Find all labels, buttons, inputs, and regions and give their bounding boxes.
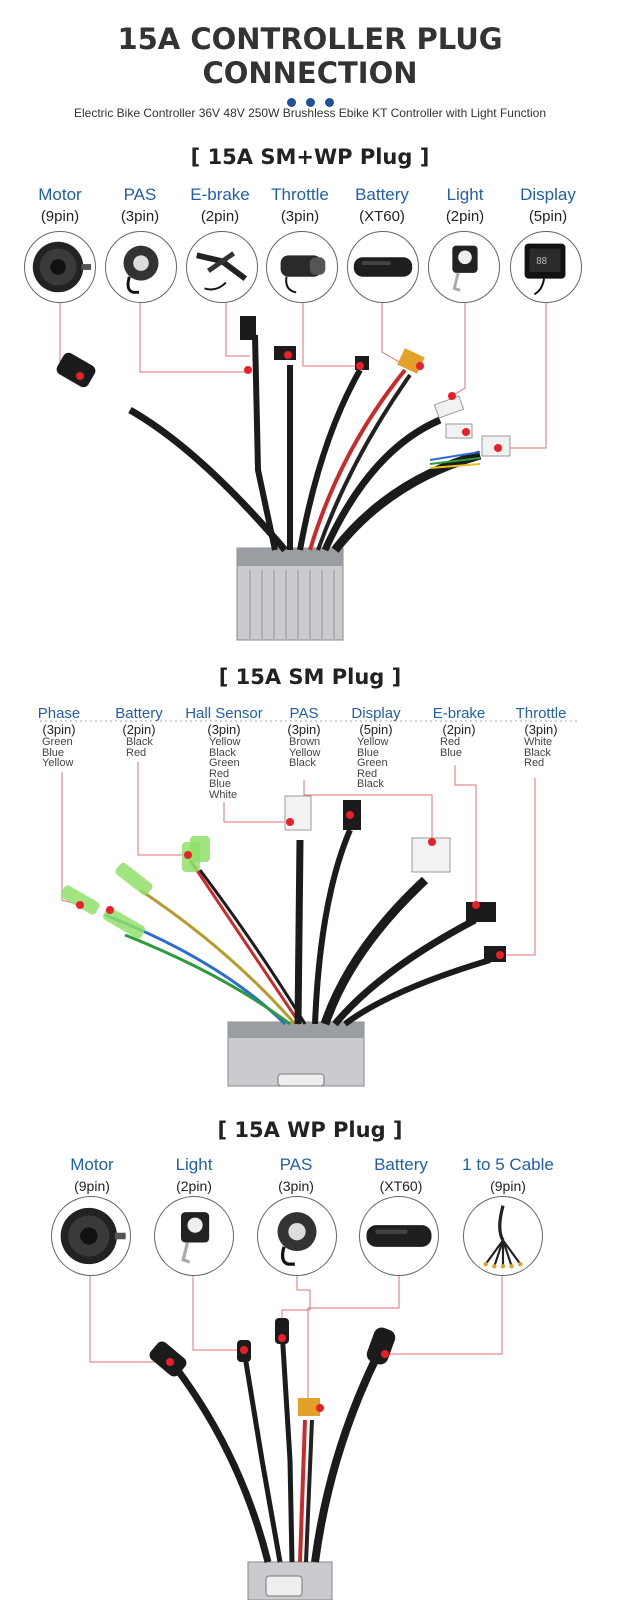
s1-label-motor: Motor(9pin) xyxy=(38,185,82,225)
battery-icon xyxy=(359,1196,439,1276)
s1-label-ebrake: E-brake(2pin) xyxy=(190,185,250,225)
title-line-2: CONNECTION xyxy=(202,56,418,90)
hub-motor-icon xyxy=(51,1196,131,1276)
section1-title: [ 15A SM+WP Plug ] xyxy=(190,145,430,169)
throttle-icon xyxy=(266,231,338,303)
s1-label-battery: Battery(XT60) xyxy=(355,185,409,225)
pas-sensor-icon xyxy=(105,231,177,303)
title-dots xyxy=(0,94,620,112)
s1-label-display: Display(5pin) xyxy=(520,185,576,225)
battery-icon xyxy=(347,231,419,303)
section3-title: [ 15A WP Plug ] xyxy=(217,1118,403,1142)
s1-label-light: Light(2pin) xyxy=(445,185,485,225)
s3-label-motor: Motor(9pin) xyxy=(70,1155,114,1194)
hub-motor-icon xyxy=(24,231,96,303)
s3-label-pas: PAS(3pin) xyxy=(278,1155,314,1194)
page-subtitle: Electric Bike Controller 36V 48V 250W Br… xyxy=(74,106,546,120)
lcd-display-icon: 88 xyxy=(510,231,582,303)
section2-title: [ 15A SM Plug ] xyxy=(218,665,402,689)
s1-label-pas: PAS(3pin) xyxy=(120,185,160,225)
headlight-icon xyxy=(428,231,500,303)
s3-label-light: Light(2pin) xyxy=(175,1155,213,1194)
svg-text:88: 88 xyxy=(536,256,547,267)
headlight-icon xyxy=(154,1196,234,1276)
pas-sensor-icon xyxy=(257,1196,337,1276)
s3-label-cable: 1 to 5 Cable(9pin) xyxy=(462,1155,554,1194)
brake-lever-icon xyxy=(186,231,258,303)
title-line-1: 15A CONTROLLER PLUG xyxy=(117,22,503,56)
page-title: 15A CONTROLLER PLUG CONNECTION xyxy=(0,22,620,90)
s3-label-battery: Battery(XT60) xyxy=(374,1155,428,1194)
s1-label-throttle: Throttle(3pin) xyxy=(271,185,329,225)
cable-icon xyxy=(463,1196,543,1276)
